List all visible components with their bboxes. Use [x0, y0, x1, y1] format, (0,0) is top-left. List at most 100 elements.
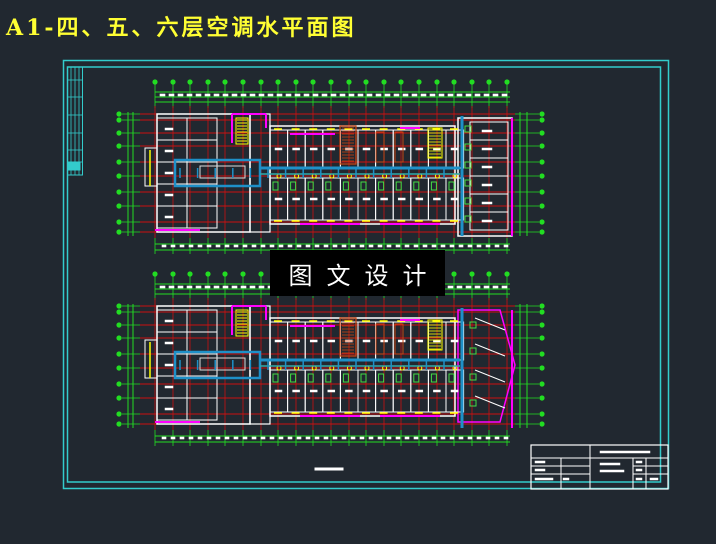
stair: [235, 117, 249, 145]
room-label: [397, 147, 406, 151]
room-label: [164, 407, 174, 411]
room: [186, 353, 218, 377]
dimension-text: [242, 244, 248, 248]
dimension-text: [321, 93, 328, 97]
dimension-text: [240, 285, 247, 289]
room-label: [362, 197, 371, 201]
title-block-text: [599, 462, 621, 466]
axis-bubble: [486, 271, 492, 277]
dimension-text: [168, 93, 175, 97]
room-label: [327, 389, 336, 393]
room-label: [164, 171, 174, 175]
dimension-text: [260, 244, 266, 248]
room-label: [327, 197, 336, 201]
dimension-text: [429, 93, 436, 97]
axis-bubble: [539, 173, 545, 179]
dimension-text: [456, 93, 463, 97]
room-label: [164, 149, 174, 153]
dimension-text: [332, 244, 338, 248]
room-label: [397, 197, 406, 201]
equipment-tag: [430, 181, 437, 191]
dimension-text: [278, 244, 284, 248]
equipment-tag: [464, 125, 472, 133]
equipment-tag: [469, 373, 477, 381]
axis-bubble: [346, 79, 352, 85]
axis-bubble: [539, 111, 545, 117]
axis-bubble: [222, 79, 228, 85]
dimension-text: [494, 244, 500, 248]
dimension-text: [413, 244, 419, 248]
dimension-text: [305, 244, 311, 248]
axis-bubble: [539, 335, 545, 341]
dimension-text: [465, 285, 472, 289]
dimension-text: [449, 244, 455, 248]
title-block-text: [635, 477, 643, 481]
dimension-text: [186, 285, 193, 289]
dimension-text: [258, 93, 265, 97]
scale-bar: [314, 467, 338, 471]
room-label: [481, 183, 493, 187]
dimension-text: [431, 436, 437, 440]
dimension-text: [467, 436, 473, 440]
room: [186, 331, 218, 355]
dimension-text: [377, 436, 383, 440]
axis-bubble: [539, 309, 545, 315]
room-label: [164, 215, 174, 219]
room: [186, 375, 218, 399]
dimension-text: [348, 93, 355, 97]
dimension-text: [170, 436, 176, 440]
dimension-text: [294, 93, 301, 97]
watermark: 图文设计: [270, 250, 445, 296]
dimension-text: [366, 93, 373, 97]
room-label: [415, 147, 424, 151]
axis-bubble: [152, 79, 158, 85]
axis-bubble: [416, 79, 422, 85]
dimension-text: [420, 93, 427, 97]
stair: [235, 309, 249, 337]
axis-bubble: [116, 381, 122, 387]
axis-bubble: [328, 79, 334, 85]
room-label: [164, 127, 174, 131]
axis-bubble: [539, 381, 545, 387]
stair: [394, 131, 404, 163]
axis-bubble: [451, 271, 457, 277]
room-label: [380, 197, 388, 201]
central-block-wall: [269, 317, 456, 417]
room: [186, 183, 218, 207]
axis-bubble: [116, 143, 122, 149]
equipment-tag: [272, 181, 279, 191]
axis-bubble: [310, 79, 316, 85]
room-label: [327, 147, 336, 151]
dimension-text: [458, 436, 464, 440]
dimension-text: [323, 244, 329, 248]
room-label: [415, 339, 424, 343]
axis-bubble: [116, 189, 122, 195]
title-block-text: [635, 468, 643, 472]
room-label: [481, 165, 493, 169]
dimension-text: [395, 436, 401, 440]
room: [186, 205, 218, 229]
dimension-text: [177, 93, 184, 97]
dimension-text: [269, 436, 275, 440]
axis-bubble: [381, 79, 387, 85]
equipment-tag: [469, 347, 477, 355]
dimension-text: [197, 436, 203, 440]
dimension-text: [159, 93, 166, 97]
axis-bubble: [116, 111, 122, 117]
axis-bubble: [116, 203, 122, 209]
room: [186, 309, 218, 333]
axis-bubble: [504, 271, 510, 277]
watermark-text: 图文设计: [288, 261, 441, 290]
dimension-text: [206, 244, 212, 248]
room-label: [450, 147, 459, 151]
title-block-border: [530, 444, 669, 490]
stair: [339, 125, 357, 165]
room-label: [164, 341, 174, 345]
stair: [427, 319, 443, 351]
axis-bubble: [205, 271, 211, 277]
dimension-text: [501, 93, 508, 97]
equipment-tag: [413, 181, 420, 191]
room-label: [327, 339, 336, 343]
dimension-text: [447, 93, 454, 97]
